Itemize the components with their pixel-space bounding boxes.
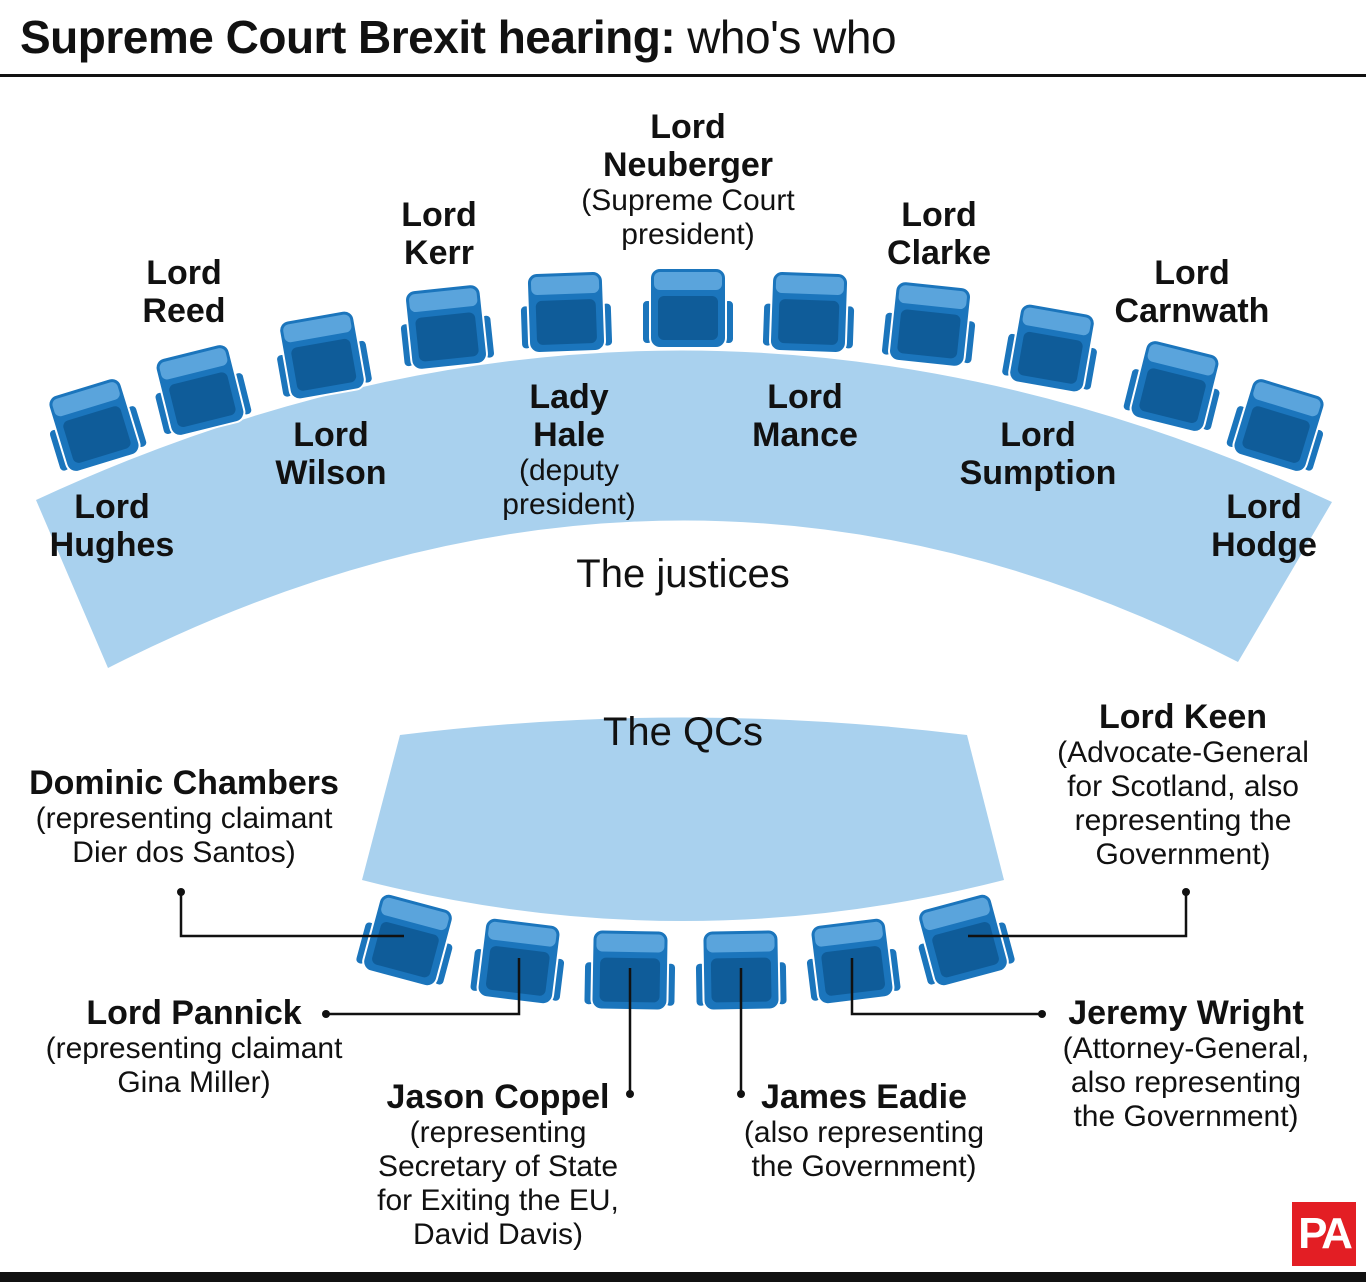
- leader-line-chambers: [179, 892, 404, 938]
- carnwath-name-2: Carnwath: [1114, 292, 1270, 330]
- label-lord-reed: Lord Reed: [94, 254, 274, 330]
- reed-name-2: Reed: [142, 292, 226, 330]
- keen-role-2: for Scotland, also: [1067, 770, 1299, 803]
- coppel-role-2: Secretary of State: [377, 1150, 619, 1183]
- chair-lady-hale: [517, 269, 615, 355]
- pannick-role-2: Gina Miller): [117, 1066, 271, 1099]
- coppel-role-4: David Davis): [412, 1218, 584, 1251]
- hale-role-1: (deputy: [518, 454, 620, 487]
- title-light: who's who: [687, 11, 897, 63]
- wilson-name-2: Wilson: [275, 454, 387, 492]
- mance-name-2: Mance: [752, 416, 858, 454]
- wright-name: Jeremy Wright: [1068, 994, 1304, 1032]
- qcs-section-label: The QCs: [602, 710, 764, 754]
- chambers-role-1: (representing claimant: [35, 802, 333, 835]
- label-lord-keen: Lord Keen (Advocate-General for Scotland…: [1023, 698, 1343, 872]
- label-lord-kerr: Lord Kerr: [349, 196, 529, 272]
- sumption-name-2: Sumption: [959, 454, 1117, 492]
- mance-name-1: Lord: [767, 378, 843, 416]
- neuberger-name-1: Lord: [650, 108, 726, 146]
- keen-role-1: (Advocate-General: [1057, 736, 1309, 769]
- neuberger-role-1: (Supreme Court: [581, 184, 795, 217]
- chair-lord-hodge: [1222, 372, 1336, 478]
- hodge-name-2: Hodge: [1211, 526, 1317, 564]
- label-lord-wilson: Lord Wilson: [241, 416, 421, 492]
- keen-name: Lord Keen: [1098, 698, 1268, 736]
- label-dominic-chambers: Dominic Chambers (representing claimant …: [4, 764, 364, 870]
- label-lord-clarke: Lord Clarke: [849, 196, 1029, 272]
- leader-dot-pannick: [322, 1010, 330, 1018]
- title-bold: Supreme Court Brexit hearing:: [20, 11, 676, 63]
- wright-role-1: (Attorney-General,: [1062, 1032, 1310, 1065]
- neuberger-role-2: president): [621, 218, 755, 251]
- leader-dot-eadie: [737, 1090, 745, 1098]
- justices-bench: [36, 350, 1332, 668]
- keen-role-3: representing the: [1074, 804, 1292, 837]
- chair-lord-mance: [760, 269, 858, 355]
- label-james-eadie: James Eadie (also representing the Gover…: [709, 1078, 1019, 1184]
- sumption-name-1: Lord: [1000, 416, 1076, 454]
- coppel-role-3: for Exiting the EU,: [377, 1184, 619, 1217]
- eadie-role-1: (also representing: [743, 1116, 985, 1149]
- coppel-name: Jason Coppel: [386, 1078, 610, 1116]
- coppel-role-1: (representing: [409, 1116, 587, 1149]
- chair-lord-kerr: [395, 281, 497, 373]
- justices-section-label: The justices: [576, 552, 790, 596]
- page-title: Supreme Court Brexit hearing:who's who: [20, 4, 897, 70]
- leader-dot-coppel: [626, 1090, 634, 1098]
- label-lady-hale: Lady Hale (deputy president): [469, 378, 669, 522]
- hughes-name-2: Hughes: [49, 526, 175, 564]
- wilson-name-1: Lord: [293, 416, 369, 454]
- qcs-bench: [362, 717, 1004, 921]
- label-lord-pannick: Lord Pannick (representing claimant Gina…: [14, 994, 374, 1100]
- neuberger-name-2: Neuberger: [602, 146, 774, 184]
- label-jason-coppel: Jason Coppel (representing Secretary of …: [348, 1078, 648, 1252]
- pannick-role-1: (representing claimant: [45, 1032, 343, 1065]
- chambers-role-2: Dier dos Santos): [72, 836, 296, 869]
- eadie-name: James Eadie: [760, 1078, 968, 1116]
- clarke-name-1: Lord: [901, 196, 977, 234]
- chair-lord-keen: [907, 888, 1019, 992]
- label-jeremy-wright: Jeremy Wright (Attorney-General, also re…: [1028, 994, 1344, 1134]
- leader-line-keen: [968, 892, 1188, 938]
- clarke-name-2: Clarke: [887, 234, 991, 272]
- leader-line-pannick: [326, 958, 521, 1016]
- reed-name-1: Lord: [146, 254, 222, 292]
- label-lord-sumption: Lord Sumption: [936, 416, 1140, 492]
- hale-role-2: president): [502, 488, 636, 521]
- hodge-name-1: Lord: [1226, 488, 1302, 526]
- chair-lord-wilson: [268, 306, 376, 404]
- hale-name-1: Lady: [529, 378, 609, 416]
- label-lord-neuberger: Lord Neuberger (Supreme Court president): [538, 108, 838, 252]
- label-lord-hodge: Lord Hodge: [1184, 488, 1344, 564]
- chair-lord-neuberger: [641, 267, 735, 349]
- pa-logo: PA: [1292, 1202, 1356, 1266]
- chair-dominic-chambers: [352, 888, 464, 992]
- leader-dot-chambers: [177, 888, 185, 896]
- label-lord-mance: Lord Mance: [715, 378, 895, 454]
- leader-dot-keen: [1182, 888, 1190, 896]
- leader-dot-wright: [1038, 1010, 1046, 1018]
- kerr-name-2: Kerr: [404, 234, 474, 272]
- keen-role-4: Government): [1095, 838, 1271, 871]
- wright-role-3: the Government): [1073, 1100, 1299, 1133]
- wright-role-2: also representing: [1070, 1066, 1302, 1099]
- kerr-name-1: Lord: [401, 196, 477, 234]
- label-lord-hughes: Lord Hughes: [32, 488, 192, 564]
- leader-line-wright: [850, 958, 1042, 1016]
- label-lord-carnwath: Lord Carnwath: [1092, 254, 1292, 330]
- eadie-role-2: the Government): [751, 1150, 977, 1183]
- carnwath-name-1: Lord: [1154, 254, 1230, 292]
- chair-lord-sumption: [998, 299, 1106, 397]
- pannick-name: Lord Pannick: [86, 994, 302, 1032]
- title-rule: [0, 74, 1366, 77]
- hale-name-2: Hale: [533, 416, 605, 454]
- chair-lord-clarke: [879, 278, 981, 370]
- chambers-name: Dominic Chambers: [29, 764, 339, 802]
- hughes-name-1: Lord: [74, 488, 150, 526]
- bottom-rule: [0, 1272, 1366, 1282]
